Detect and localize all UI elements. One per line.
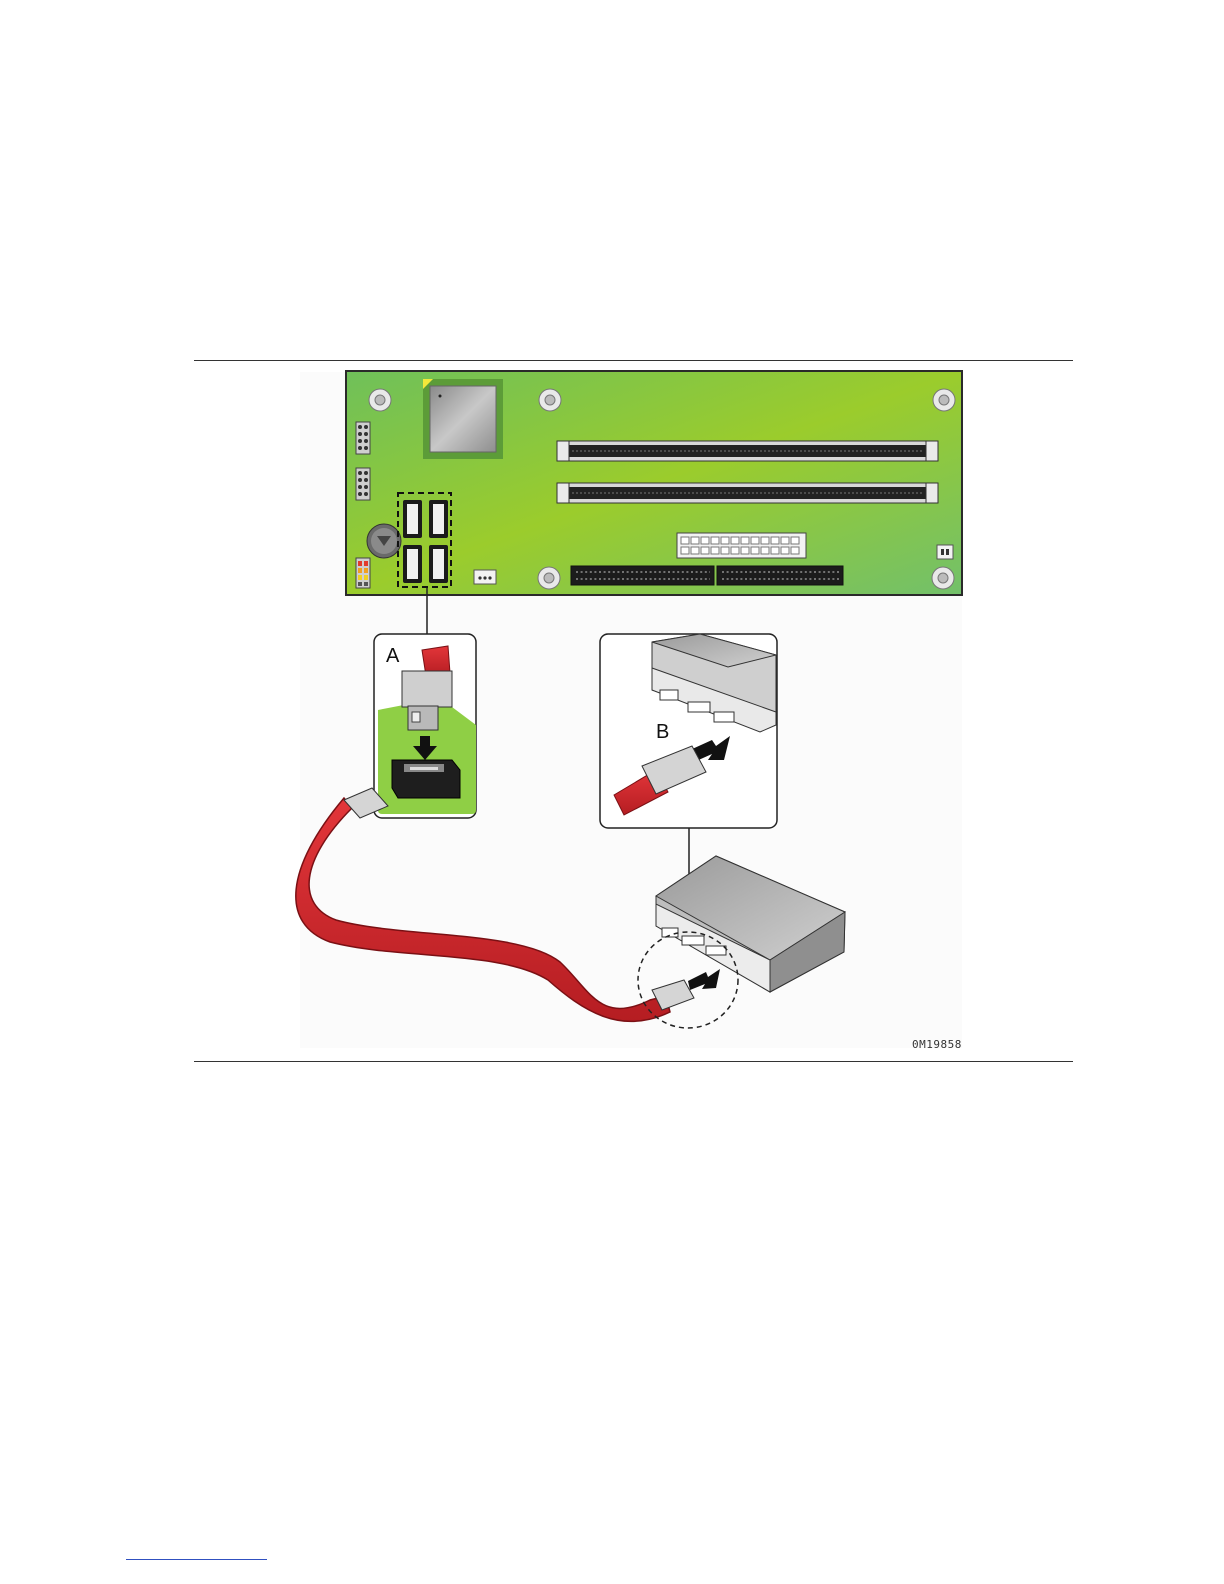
sata-receptacle-icon — [392, 760, 460, 798]
battery-icon — [367, 524, 401, 558]
atx-power-connector-icon — [677, 533, 806, 558]
chipset-icon — [423, 379, 503, 459]
callout-a-label: A — [386, 645, 400, 667]
figure-id: 0M19858 — [912, 1038, 962, 1051]
footer-link-underline — [126, 1559, 267, 1560]
fan-header-icon — [474, 570, 496, 584]
callout-b-label: B — [656, 721, 669, 743]
motherboard-icon — [346, 371, 962, 595]
power-header-icon — [937, 545, 953, 559]
color-header-icon — [356, 558, 370, 588]
ide-connector-icon — [571, 566, 843, 585]
inset-b-panel — [600, 634, 777, 828]
